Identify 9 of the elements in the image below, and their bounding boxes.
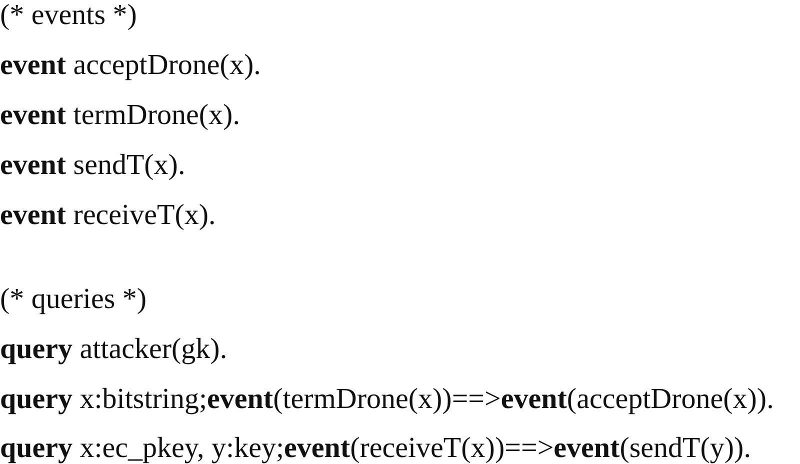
code-line: event receiveT(x).	[0, 200, 216, 230]
code-line: event sendT(x).	[0, 150, 186, 180]
code-line: event acceptDrone(x).	[0, 50, 261, 80]
code-line: query attacker(gk).	[0, 334, 228, 364]
code-line: query x:ec_pkey, y:key;event(receiveT(x))==>event(sendT(y)).	[0, 433, 751, 463]
code-line: (* queries *)	[0, 284, 147, 314]
code-line: (* events *)	[0, 0, 137, 30]
code-line: event termDrone(x).	[0, 100, 240, 130]
code-line: query x:bitstring;event(termDrone(x))==>event(acceptDrone(x)).	[0, 384, 774, 414]
